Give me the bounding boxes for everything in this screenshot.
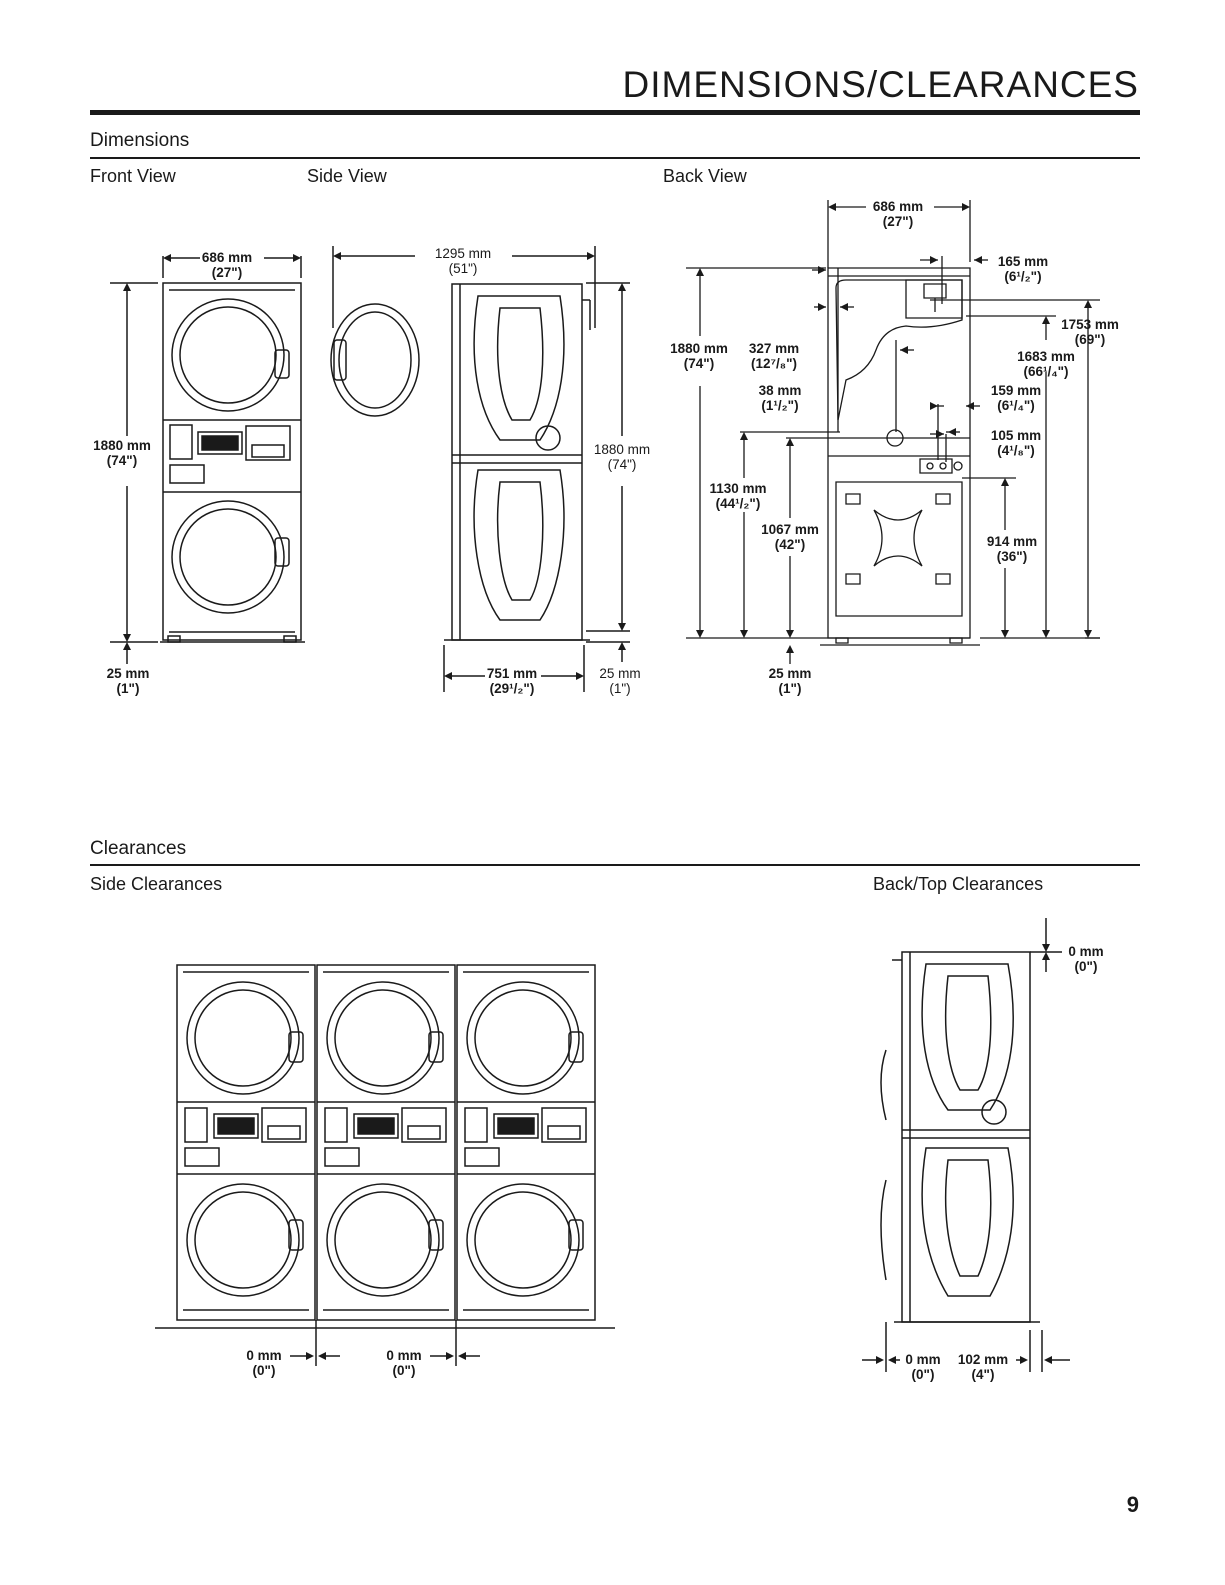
back-width-dimension: 686 mm (27") — [872, 199, 924, 229]
unit-1 — [177, 965, 315, 1320]
side-foot-dimension: 25 mm (1") — [599, 666, 641, 696]
back-914-dimension: 914 mm (36") — [986, 534, 1038, 564]
front-foot-dimension: 25 mm (1") — [106, 666, 150, 696]
side-clearances-label: Side Clearances — [90, 874, 223, 894]
front-clearance-dimension: 0 mm (0") — [905, 1352, 941, 1382]
front-height-dimension: 1880 mm (74") — [93, 438, 151, 468]
side-gap-2-dimension: 0 mm (0") — [386, 1348, 422, 1378]
side-depth-dimension: 751 mm (29¹/₂") — [486, 666, 538, 696]
back-1753-dimension: 1753 mm (69") — [1061, 317, 1119, 347]
side-gap-1-dimension: 0 mm (0") — [246, 1348, 282, 1378]
back-165-dimension: 165 mm (6¹/₂") — [997, 254, 1049, 284]
back-top-clearances-label: Back/Top Clearances — [873, 874, 1044, 894]
back-height-dimension: 1880 mm (74") — [670, 341, 728, 371]
back-105-dimension: 105 mm (4¹/₈") — [990, 428, 1042, 458]
section-rule-dimensions — [90, 157, 1140, 159]
section-heading-clearances: Clearances — [90, 838, 187, 859]
front-width-dimension: 686 mm (27") — [201, 250, 253, 280]
unit-3 — [457, 965, 595, 1320]
front-view-label: Front View — [90, 166, 176, 186]
unit-2 — [317, 965, 455, 1320]
back-159-dimension: 159 mm (6¹/₄") — [990, 383, 1042, 413]
top-clearance-dimension: 0 mm (0") — [1068, 944, 1104, 974]
back-foot-dimension: 25 mm (1") — [768, 666, 812, 696]
side-door-depth-dimension: 1295 mm (51") — [434, 246, 492, 276]
back-327-dimension: 327 mm (12⁷/₈") — [748, 341, 800, 371]
page-number: 9 — [1126, 1492, 1139, 1517]
side-height-dimension: 1880 mm (74") — [593, 442, 651, 472]
section-heading-dimensions: Dimensions — [90, 130, 190, 151]
page-title: DIMENSIONS/CLEARANCES — [622, 64, 1139, 105]
back-clearance-dimension: 102 mm (4") — [957, 1352, 1009, 1382]
back-view-label: Back View — [663, 166, 747, 186]
back-1683-dimension: 1683 mm (66¹/₄") — [1017, 349, 1075, 379]
side-view-label: Side View — [307, 166, 387, 186]
section-rule-clearances — [90, 864, 1140, 866]
back-38-dimension: 38 mm (1¹/₂") — [758, 383, 802, 413]
back-1067-dimension: 1067 mm (42") — [761, 522, 819, 552]
back-1130-dimension: 1130 mm (44¹/₂") — [709, 481, 767, 511]
header-rule — [90, 110, 1140, 115]
